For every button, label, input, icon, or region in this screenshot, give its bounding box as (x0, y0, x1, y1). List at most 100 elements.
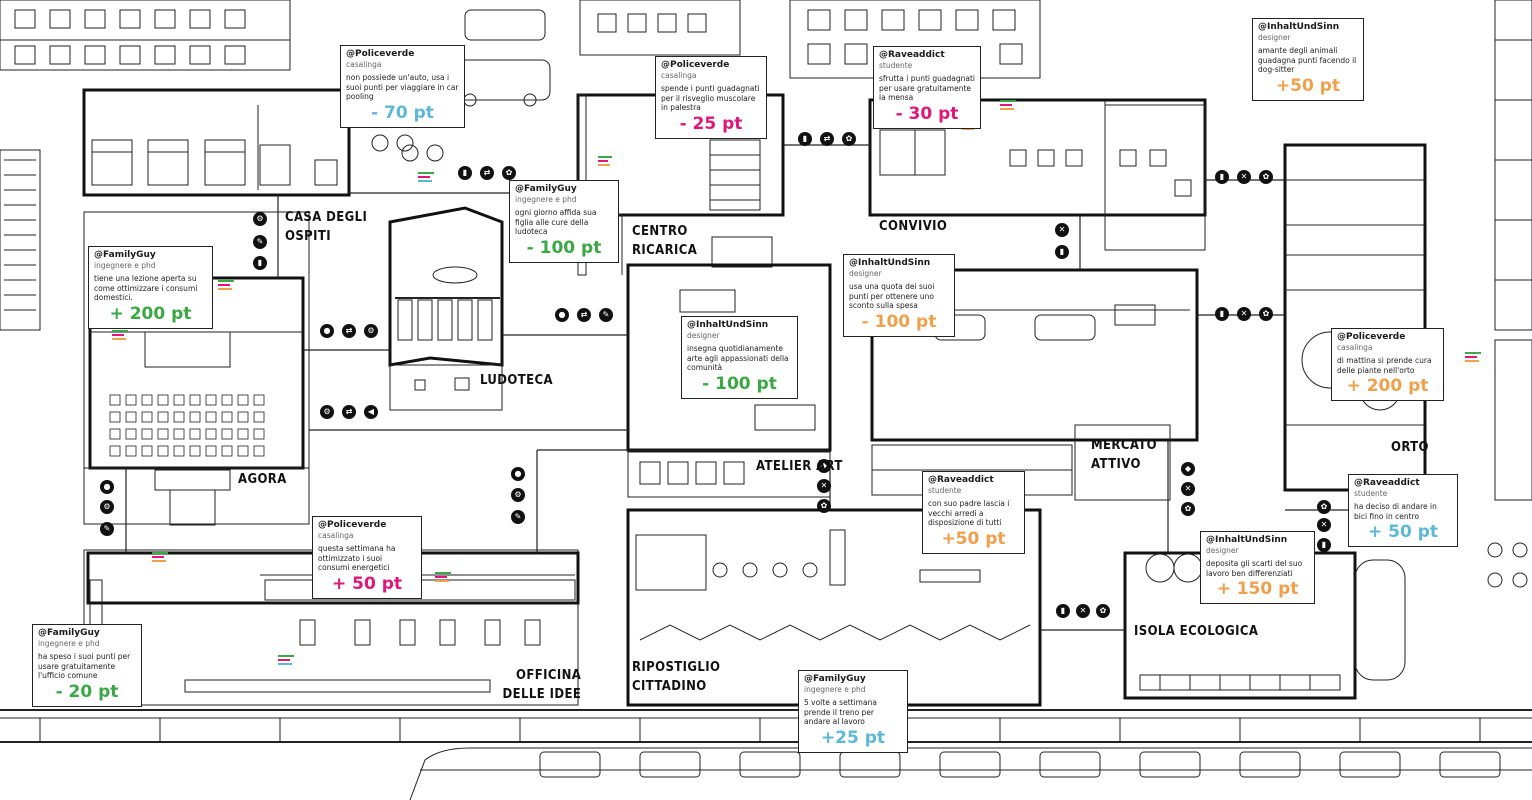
card-points: - 100 pt (526, 237, 602, 258)
card-description: con suo padre lascia i vecchi arredi a d… (928, 499, 1010, 527)
user-card: @FamilyGuy ingegnere e phd 5 volte a set… (798, 670, 908, 753)
service-icon: ● (511, 467, 525, 481)
agora-room (83, 211, 310, 526)
card-role: designer (687, 331, 720, 340)
service-icon: ● (555, 308, 569, 322)
card-role: designer (849, 269, 882, 278)
card-points: + 150 pt (1216, 579, 1299, 599)
card-username: @Policeverde (346, 49, 415, 59)
handshake-icon: ⇄ (342, 405, 356, 419)
battery-icon: ▮ (1056, 604, 1070, 618)
battery-icon: ▮ (1317, 538, 1331, 552)
card-description: sfrutta i punti guadagnati per usare gra… (879, 74, 975, 102)
card-points: - 20 pt (55, 681, 119, 702)
recycle-icon: ✿ (1259, 307, 1273, 321)
handshake-icon: ⇄ (820, 132, 834, 146)
recycle-icon: ✿ (1317, 500, 1331, 514)
card-role: casalinga (661, 71, 697, 80)
card-role: casalinga (346, 60, 382, 69)
user-card: @InhaltUndSinn designer deposita gli sca… (1200, 531, 1315, 604)
handshake-icon: ⇄ (342, 324, 356, 338)
card-points: + 50 pt (1367, 522, 1439, 542)
card-description: non possiede un'auto, usa i suoi punti p… (346, 73, 459, 101)
battery-icon: ▮ (253, 256, 267, 270)
tools-icon: ✕ (1181, 482, 1195, 496)
convivio-room (868, 98, 1207, 251)
card-role: ingegnere e phd (94, 261, 156, 270)
room-label-orto: ORTO (1391, 440, 1429, 455)
recycle-icon: ✿ (817, 499, 831, 513)
card-username: @InhaltUndSinn (687, 320, 769, 330)
tools-icon: ✕ (1317, 518, 1331, 532)
gear-icon: ⚙ (364, 324, 378, 338)
handshake-icon: ⇄ (480, 166, 494, 180)
card-role: casalinga (318, 531, 354, 540)
atelier-room (626, 263, 832, 498)
card-points: + 200 pt (109, 303, 192, 324)
tools-icon: ✎ (253, 235, 267, 249)
card-description: ha deciso di andare in bici fino in cent… (1354, 502, 1437, 521)
gear-icon: ✎ (599, 308, 613, 322)
card-role: studente (879, 61, 913, 70)
card-role: casalinga (1337, 343, 1373, 352)
user-card: @Raveaddict studente ha deciso di andare… (1348, 474, 1458, 547)
card-description: usa una quota dei suoi punti per ottener… (849, 282, 935, 310)
cart-icon: ◆ (817, 459, 831, 473)
user-card: @Policeverde casalinga di mattina si pre… (1331, 328, 1444, 401)
tools-icon: ✕ (1055, 223, 1069, 237)
battery-icon: ▮ (1215, 170, 1229, 184)
card-username: @FamilyGuy (94, 250, 156, 260)
handshake-icon: ⇄ (577, 308, 591, 322)
battery-icon: ▮ (1215, 307, 1229, 321)
card-points: - 100 pt (861, 311, 937, 332)
background-buildings (0, 0, 1532, 501)
train-drawing (409, 747, 1532, 800)
card-username: @Policeverde (1337, 332, 1406, 342)
card-description: deposita gli scarti del suo lavoro ben d… (1206, 559, 1303, 578)
service-icon: ✎ (511, 510, 525, 524)
room-label-convivio: CONVIVIO (879, 219, 948, 234)
card-description: ha speso i suoi punti per usare gratuita… (38, 652, 131, 680)
card-username: @FamilyGuy (515, 184, 577, 194)
card-username: @InhaltUndSinn (849, 258, 931, 268)
card-role: studente (1354, 489, 1388, 498)
recycle-icon: ✿ (1181, 502, 1195, 516)
battery-icon: ▮ (458, 166, 472, 180)
service-icon: ● (320, 324, 334, 338)
casa-ospiti-room (82, 88, 351, 197)
card-role: studente (928, 486, 962, 495)
tools-icon: ✕ (1076, 604, 1090, 618)
service-icon: ✿ (502, 166, 516, 180)
rail-track (0, 709, 1532, 743)
tools-icon: ✕ (817, 479, 831, 493)
tools-icon: ✕ (1237, 170, 1251, 184)
card-username: @FamilyGuy (38, 628, 100, 638)
card-role: ingegnere e phd (515, 195, 577, 204)
card-description: questa settimana ha ottimizzato i suoi c… (318, 544, 396, 572)
service-icon: ● (100, 480, 114, 494)
user-card: @Policeverde casalinga spende i punti gu… (655, 56, 767, 139)
card-role: ingegnere e phd (804, 685, 866, 694)
card-role: designer (1258, 33, 1291, 42)
card-username: @InhaltUndSinn (1258, 22, 1340, 32)
card-points: +25 pt (820, 727, 886, 748)
card-username: @Policeverde (318, 520, 387, 530)
user-card: @Raveaddict studente con suo padre lasci… (922, 471, 1025, 554)
battery-icon: ▮ (1055, 245, 1069, 259)
gear-icon: ⚙ (253, 212, 267, 226)
card-description: tiene una lezione aperta su come ottimiz… (94, 274, 198, 302)
tools-icon: ✕ (1237, 307, 1251, 321)
card-points: + 200 pt (1346, 376, 1429, 396)
card-username: @FamilyGuy (804, 674, 866, 684)
card-points: - 70 pt (371, 102, 434, 123)
user-card: @InhaltUndSinn designer insegna quotidia… (681, 316, 798, 399)
user-card: @Policeverde casalinga questa settimana … (312, 516, 422, 599)
room-label-ludoteca: LUDOTECA (480, 373, 553, 388)
user-card: @InhaltUndSinn designer amante degli ani… (1252, 18, 1364, 101)
card-points: +50 pt (941, 528, 1006, 549)
